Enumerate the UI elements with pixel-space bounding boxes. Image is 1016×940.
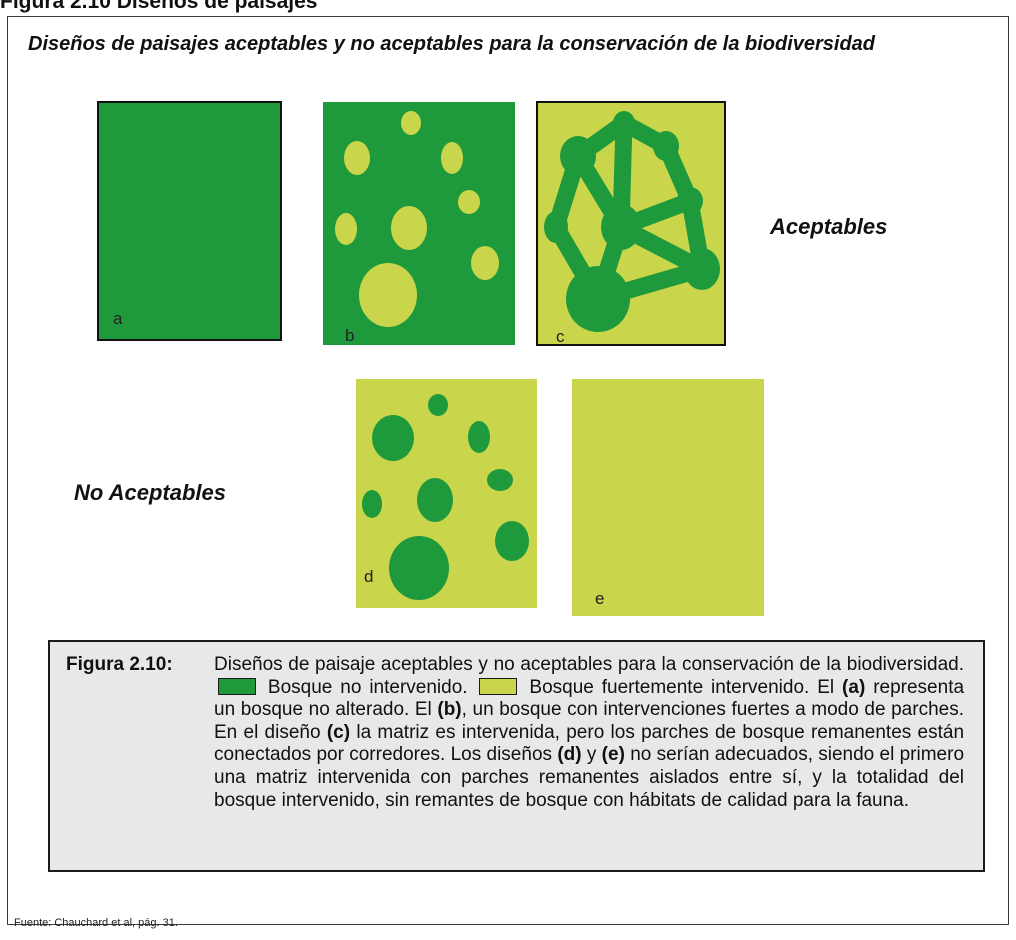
panel-e: e	[572, 379, 764, 616]
caption-text: Diseños de paisaje aceptables y no acept…	[214, 654, 964, 812]
panel-c-label: c	[556, 327, 565, 346]
caption-label: Figura 2.10:	[66, 654, 173, 675]
panel-b: b	[323, 102, 515, 345]
caption-s3: , un bosque con intervenciones fuertes a…	[214, 699, 964, 743]
panel-b-label: b	[345, 326, 355, 345]
legend-forest-label: Bosque no intervenido.	[267, 676, 468, 698]
figure-title: Diseños de paisajes aceptables y no acep…	[28, 33, 876, 55]
panel-d-label: d	[364, 567, 374, 586]
caption-s6: no serían adecuados, siendo el primero u…	[214, 744, 965, 811]
label-acceptable: Aceptables	[770, 214, 888, 239]
legend-swatch-forest	[218, 677, 256, 695]
legend-swatch-intervened	[479, 677, 518, 695]
label-not-acceptable: No Aceptables	[74, 480, 227, 505]
ref-c: (c)	[326, 721, 351, 743]
caption-s1: El	[817, 676, 835, 698]
caption-s4: la matriz es intervenida, pero los parch…	[214, 721, 965, 766]
caption-s2: representa un bosque no alterado. El	[214, 676, 965, 721]
ref-a: (a)	[842, 676, 866, 698]
panel-a-label: a	[113, 309, 123, 328]
clipped-heading: Figura 2.10 Diseños de paisajes	[0, 0, 318, 13]
ref-b: (b)	[437, 699, 462, 721]
caption-s5: y	[586, 744, 597, 766]
ref-e: (e)	[601, 744, 625, 766]
panel-c: c	[536, 101, 726, 346]
legend-intervened-label: Bosque fuertemente intervenido.	[529, 676, 810, 698]
caption-box: Figura 2.10: Diseños de paisaje aceptabl…	[48, 640, 985, 872]
ref-d: (d)	[557, 744, 582, 766]
panel-d: d	[356, 379, 537, 608]
panel-e-label: e	[595, 589, 605, 608]
panel-a: a	[97, 101, 282, 341]
caption-part1: Diseños de paisaje aceptables y no acept…	[214, 654, 964, 675]
source-note: Fuente: Chauchard et al, pág. 31.	[14, 917, 178, 929]
